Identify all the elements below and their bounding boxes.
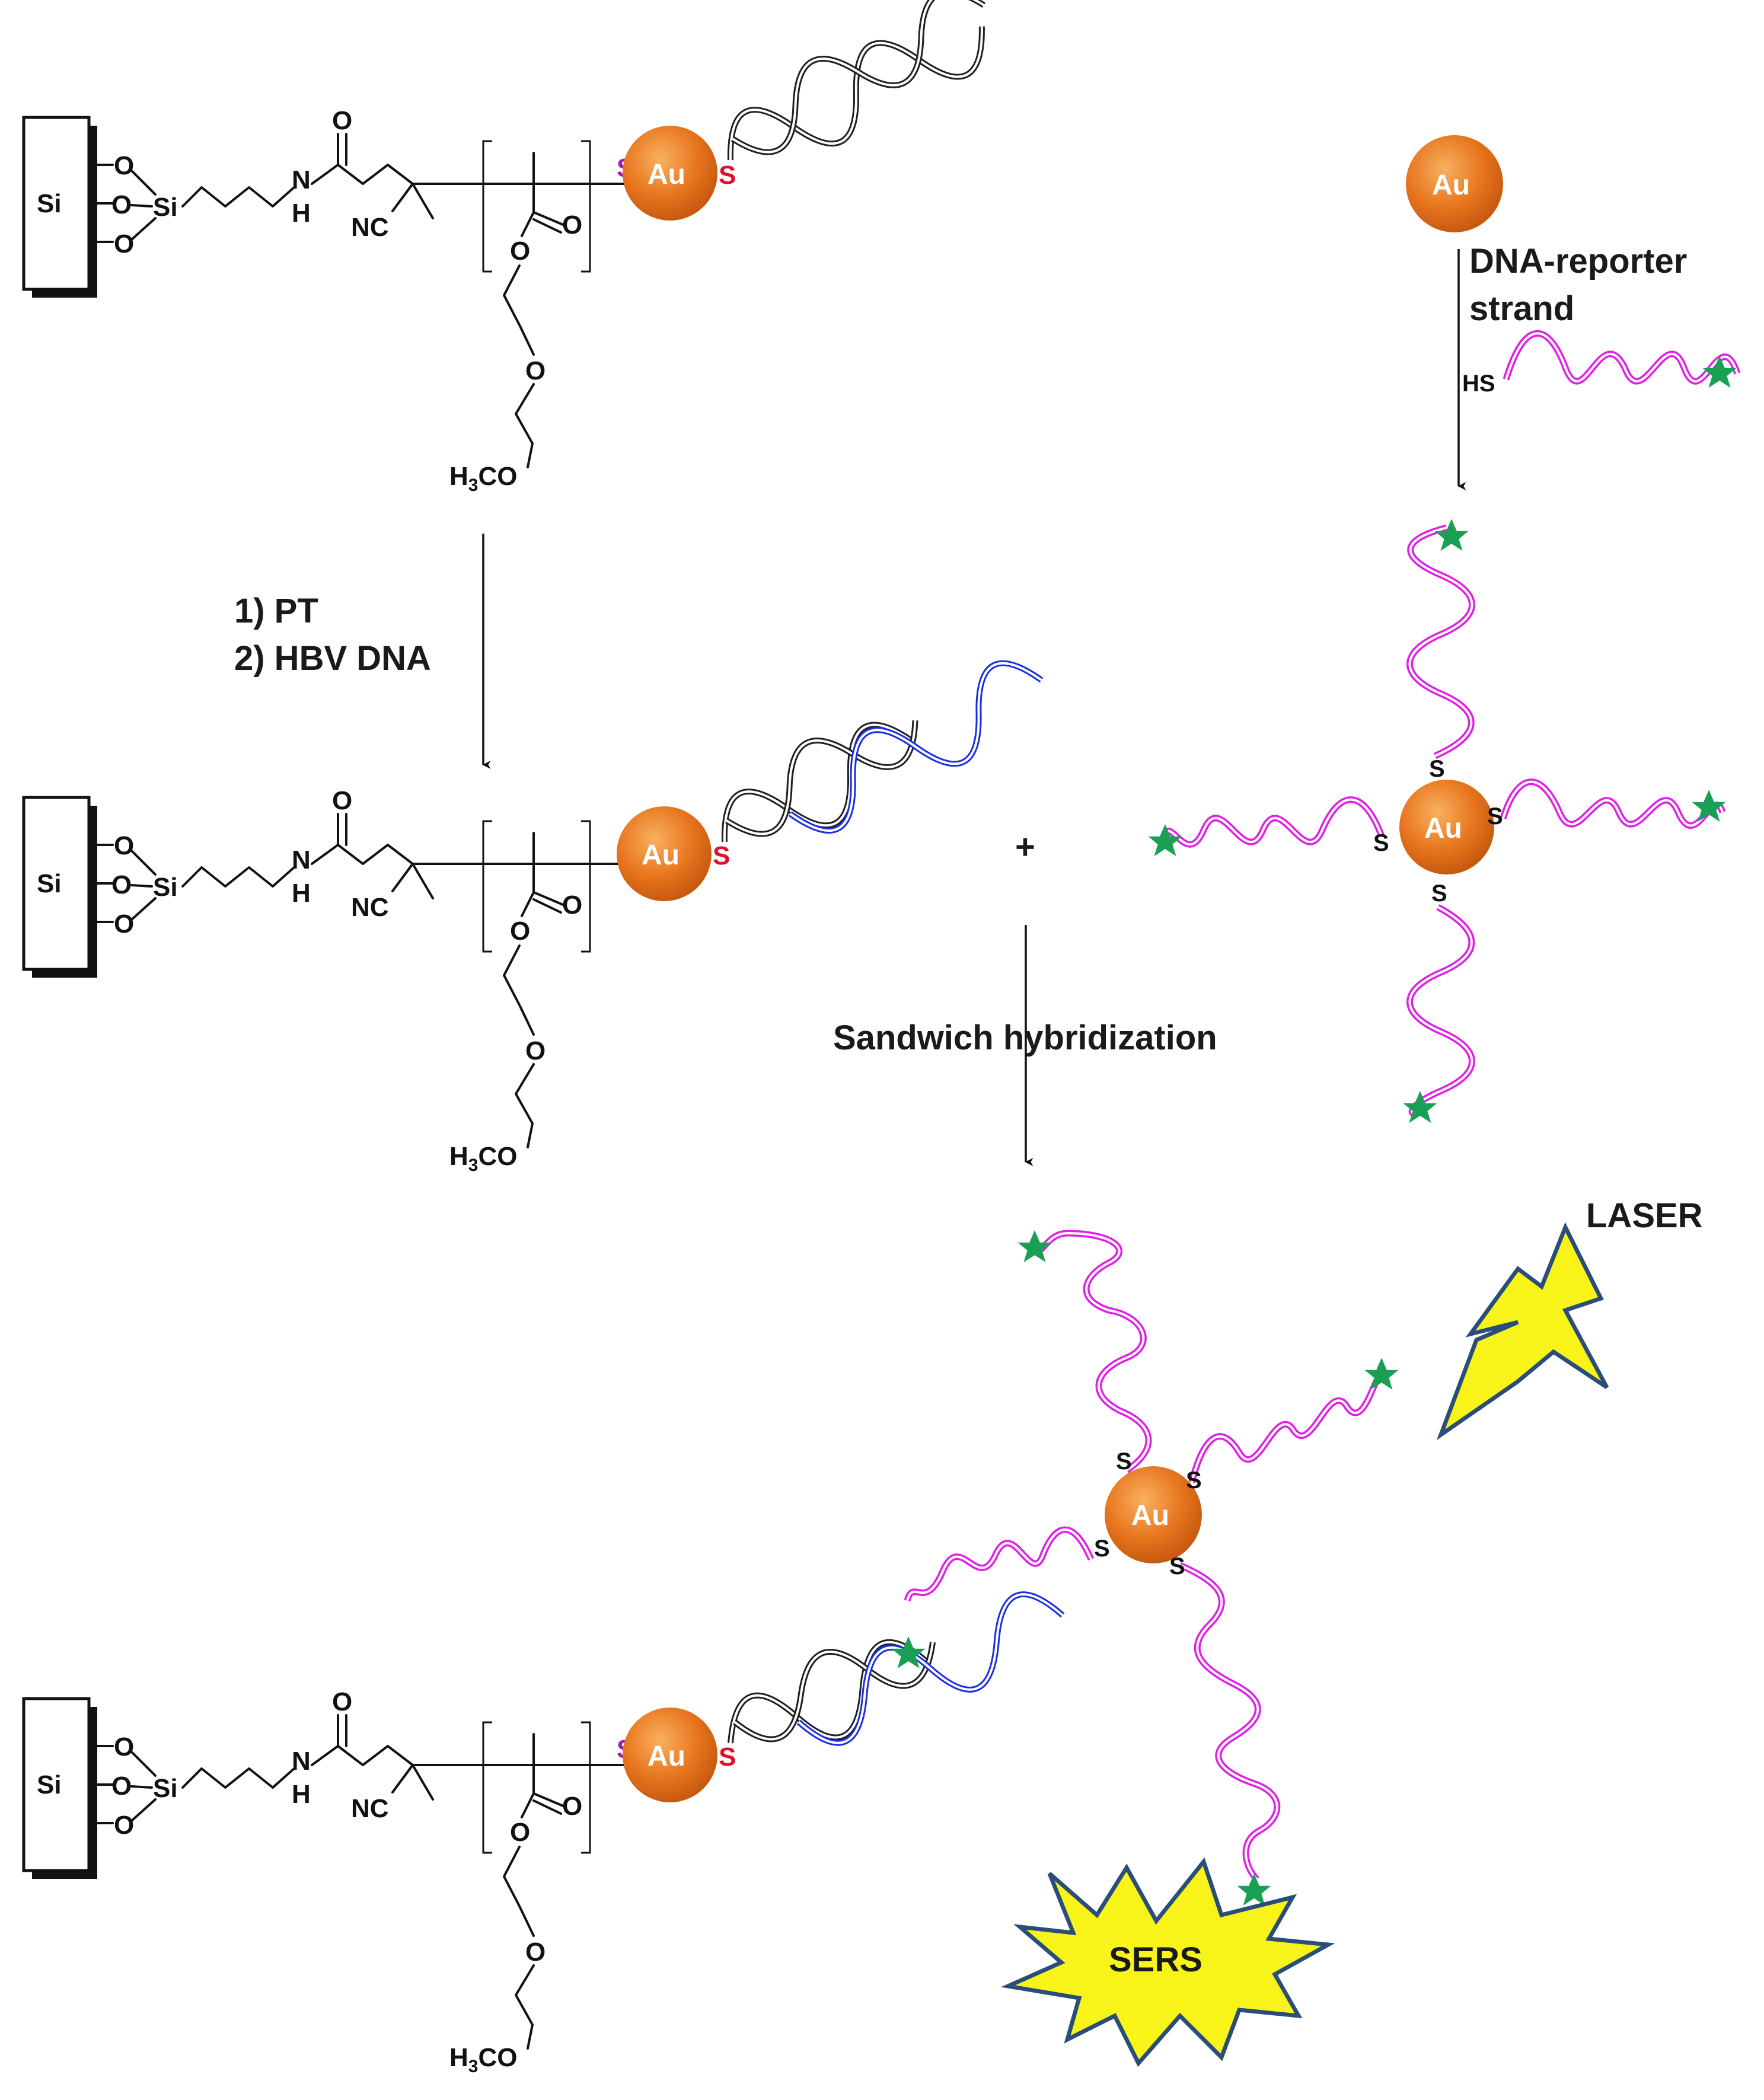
svg-text:Au: Au bbox=[1424, 813, 1462, 844]
step-2-label: 2) HBV DNA bbox=[234, 639, 431, 678]
gold-nanoparticle-free: Au bbox=[1406, 135, 1503, 232]
svg-text:S: S bbox=[719, 1742, 736, 1772]
sandwich-nanoconjugate: Au S S S S bbox=[1017, 1230, 1399, 1906]
bound-reporter-strand bbox=[891, 1526, 1095, 1668]
burst-icon bbox=[1000, 1857, 1335, 2067]
reporter-label-2: strand bbox=[1469, 289, 1574, 328]
gold-nanoparticle-2: Au bbox=[617, 806, 712, 901]
reporter-nanoconjugate: Au S S S S bbox=[1148, 519, 1726, 1123]
svg-text:S: S bbox=[1487, 803, 1503, 829]
capture-surface-3 bbox=[24, 1687, 634, 2076]
svg-text:Au: Au bbox=[1131, 1500, 1169, 1531]
probe-dna bbox=[727, 0, 986, 161]
capture-surface-1 bbox=[24, 106, 634, 495]
lightning-icon bbox=[1436, 1222, 1609, 1441]
svg-text:S: S bbox=[1186, 1467, 1202, 1493]
reporter-strand bbox=[1503, 330, 1741, 388]
svg-text:S: S bbox=[1094, 1536, 1110, 1562]
svg-text:Au: Au bbox=[647, 1741, 685, 1772]
svg-text:S: S bbox=[1429, 756, 1445, 782]
svg-text:S: S bbox=[713, 841, 730, 870]
gold-nanoparticle-3: Au bbox=[623, 1708, 717, 1802]
svg-text:Au: Au bbox=[642, 840, 680, 871]
svg-text:S: S bbox=[1373, 830, 1389, 856]
thiol-label: HS bbox=[1462, 371, 1495, 397]
sandwich-label: Sandwich hybridization bbox=[833, 1019, 1217, 1057]
svg-text:S: S bbox=[1431, 880, 1447, 907]
svg-text:S: S bbox=[719, 161, 736, 190]
reporter-label-1: DNA-reporter bbox=[1469, 242, 1687, 280]
sandwich-duplex bbox=[728, 1591, 1065, 1746]
svg-text:S: S bbox=[1169, 1553, 1185, 1579]
probe-target-duplex bbox=[721, 660, 1044, 842]
gold-nanoparticle-1: Au bbox=[623, 126, 717, 221]
svg-text:S: S bbox=[1116, 1448, 1132, 1475]
sers-label: SERS bbox=[1109, 1941, 1202, 1979]
laser-label: LASER bbox=[1586, 1196, 1703, 1235]
svg-text:Au: Au bbox=[647, 159, 685, 190]
plus-sign: + bbox=[1015, 828, 1035, 866]
svg-text:Au: Au bbox=[1432, 170, 1470, 201]
step-1-label: 1) PT bbox=[234, 592, 318, 630]
capture-surface-2 bbox=[24, 786, 634, 1175]
